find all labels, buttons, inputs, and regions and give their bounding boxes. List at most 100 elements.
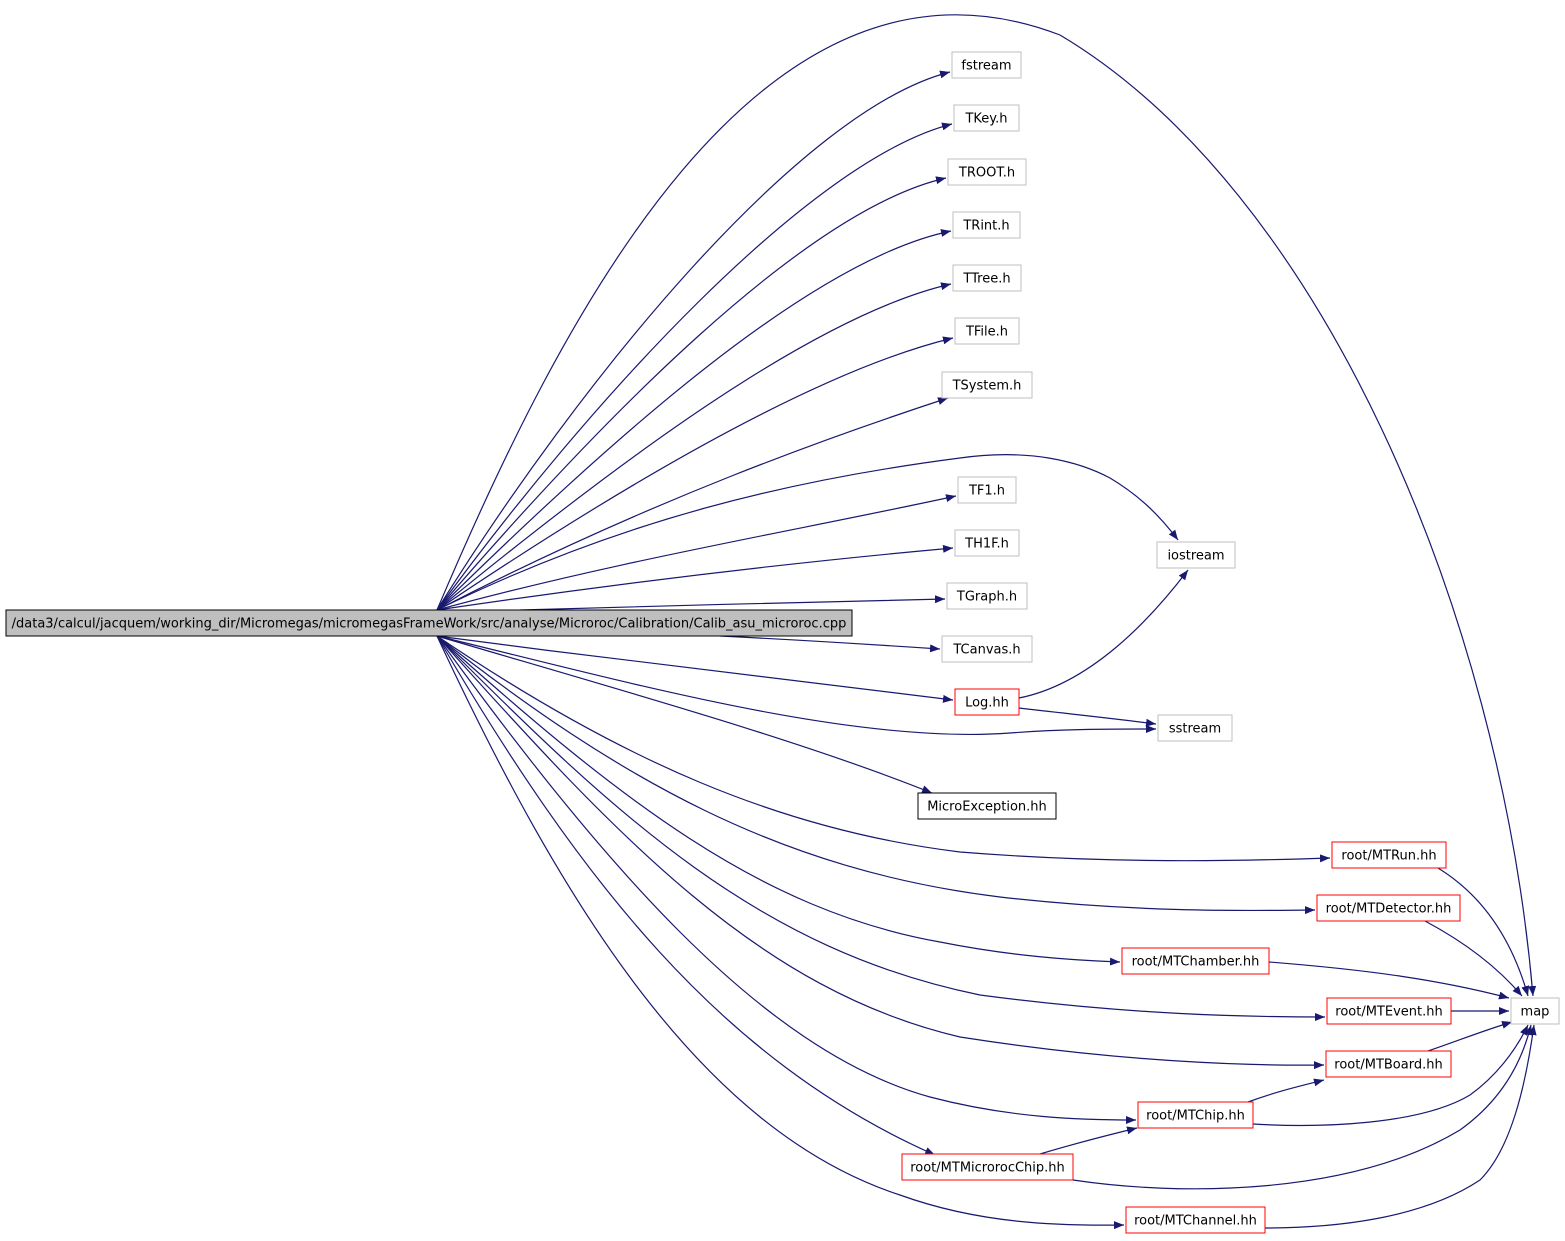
edge-root-to-tsystem <box>436 397 949 611</box>
node-mtchannel[interactable]: root/MTChannel.hh <box>1125 1206 1266 1234</box>
edge-root-to-tf1 <box>436 494 957 611</box>
nodes-layer: /data3/calcul/jacquem/working_dir/Microm… <box>5 51 1560 1234</box>
node-box-fstream[interactable] <box>951 51 1022 79</box>
edge-root-to-th1f <box>436 544 954 611</box>
node-iostream[interactable]: iostream <box>1156 541 1236 569</box>
node-label-mtboard: root/MTBoard.hh <box>1334 1058 1442 1073</box>
node-box-mtchannel[interactable] <box>1125 1206 1266 1234</box>
node-label-fstream: fstream <box>961 59 1011 74</box>
node-label-map: map <box>1521 1005 1550 1020</box>
node-label-mtdetector: root/MTDetector.hh <box>1326 902 1452 917</box>
node-log[interactable]: Log.hh <box>954 688 1020 716</box>
edge-root-to-mtchip <box>436 635 1137 1124</box>
node-tcanvas[interactable]: TCanvas.h <box>941 635 1033 663</box>
node-box-tf1[interactable] <box>957 476 1017 504</box>
node-box-trint[interactable] <box>952 211 1021 239</box>
node-box-sstream[interactable] <box>1157 714 1233 742</box>
edge-mtboard-to-map <box>1427 1021 1513 1052</box>
edge-root-to-iostream <box>436 454 1179 611</box>
node-box-th1f[interactable] <box>954 529 1020 557</box>
node-trint[interactable]: TRint.h <box>952 211 1021 239</box>
node-box-mtevent[interactable] <box>1326 997 1452 1025</box>
node-label-mtevent: root/MTEvent.hh <box>1335 1005 1442 1020</box>
edge-root-to-mtmicroroc <box>436 635 936 1156</box>
edge-log-to-sstream <box>1018 707 1157 727</box>
node-tkey[interactable]: TKey.h <box>953 104 1020 132</box>
node-box-mtmicroroc[interactable] <box>901 1153 1074 1181</box>
node-box-microexc[interactable] <box>917 792 1057 820</box>
node-label-th1f: TH1F.h <box>964 537 1009 552</box>
node-label-mtchamber: root/MTChamber.hh <box>1132 955 1260 970</box>
edge-root-to-map <box>436 14 1537 997</box>
node-box-root[interactable] <box>5 609 853 637</box>
node-box-map[interactable] <box>1510 997 1560 1025</box>
edge-mtchamber-to-map <box>1268 961 1510 1000</box>
edge-root-to-mtchannel <box>436 635 1125 1230</box>
node-box-tgraph[interactable] <box>946 582 1028 610</box>
node-th1f[interactable]: TH1F.h <box>954 529 1020 557</box>
node-label-sstream: sstream <box>1169 722 1221 737</box>
edge-root-to-tfile <box>436 336 954 611</box>
node-box-ttree[interactable] <box>952 264 1022 292</box>
edge-root-to-mtdetector <box>436 635 1316 915</box>
node-box-mtchamber[interactable] <box>1121 947 1270 975</box>
node-mtevent[interactable]: root/MTEvent.hh <box>1326 997 1452 1025</box>
node-fstream[interactable]: fstream <box>951 51 1022 79</box>
node-tf1[interactable]: TF1.h <box>957 476 1017 504</box>
node-box-troot[interactable] <box>947 158 1027 186</box>
node-box-tsystem[interactable] <box>941 371 1033 399</box>
node-root[interactable]: /data3/calcul/jacquem/working_dir/Microm… <box>5 609 853 637</box>
node-label-iostream: iostream <box>1167 549 1224 564</box>
edge-root-to-mtboard <box>436 635 1325 1070</box>
edge-root-to-mtchamber <box>436 635 1121 966</box>
node-box-tfile[interactable] <box>954 317 1020 345</box>
edge-mtchannel-to-map <box>1264 1024 1537 1229</box>
edge-mtchip-to-map <box>1252 1024 1529 1126</box>
node-box-mtchip[interactable] <box>1137 1101 1254 1129</box>
node-box-mtboard[interactable] <box>1325 1050 1452 1078</box>
node-mtrun[interactable]: root/MTRun.hh <box>1331 841 1447 869</box>
edge-root-to-tgraph <box>519 595 946 611</box>
node-ttree[interactable]: TTree.h <box>952 264 1022 292</box>
edge-root-to-troot <box>436 176 947 611</box>
node-box-mtrun[interactable] <box>1331 841 1447 869</box>
node-label-microexc: MicroException.hh <box>927 800 1047 815</box>
node-box-tcanvas[interactable] <box>941 635 1033 663</box>
node-troot[interactable]: TROOT.h <box>947 158 1027 186</box>
node-label-trint: TRint.h <box>962 219 1009 234</box>
node-sstream[interactable]: sstream <box>1157 714 1233 742</box>
node-label-tf1: TF1.h <box>968 484 1005 499</box>
node-mtmicroroc[interactable]: root/MTMicrorocChip.hh <box>901 1153 1074 1181</box>
edge-root-to-mtrun <box>436 635 1331 863</box>
node-label-log: Log.hh <box>965 696 1009 711</box>
node-box-log[interactable] <box>954 688 1020 716</box>
node-mtboard[interactable]: root/MTBoard.hh <box>1325 1050 1452 1078</box>
edge-root-to-mtevent <box>436 635 1326 1021</box>
node-map[interactable]: map <box>1510 997 1560 1025</box>
node-label-tsystem: TSystem.h <box>952 379 1022 394</box>
node-mtchip[interactable]: root/MTChip.hh <box>1137 1101 1254 1129</box>
node-label-mtrun: root/MTRun.hh <box>1341 849 1436 864</box>
edge-mtmicroroc-to-map <box>1072 1024 1533 1190</box>
edge-root-to-fstream <box>436 70 951 611</box>
edge-mtchip-to-mtboard <box>1247 1078 1325 1103</box>
node-mtdetector[interactable]: root/MTDetector.hh <box>1316 894 1461 922</box>
node-label-mtmicroroc: root/MTMicrorocChip.hh <box>910 1161 1065 1176</box>
node-tfile[interactable]: TFile.h <box>954 317 1020 345</box>
edge-mtdetector-to-map <box>1424 920 1523 997</box>
node-label-tgraph: TGraph.h <box>956 590 1017 605</box>
edge-root-to-tcanvas <box>719 635 941 653</box>
edge-root-to-sstream <box>436 635 1157 736</box>
node-box-mtdetector[interactable] <box>1316 894 1461 922</box>
node-tsystem[interactable]: TSystem.h <box>941 371 1033 399</box>
edge-root-to-microexc <box>436 635 933 794</box>
node-microexc[interactable]: MicroException.hh <box>917 792 1057 820</box>
node-label-mtchannel: root/MTChannel.hh <box>1134 1214 1257 1229</box>
node-label-troot: TROOT.h <box>958 166 1015 181</box>
edge-mtmicroroc-to-mtchip <box>1039 1126 1138 1155</box>
node-mtchamber[interactable]: root/MTChamber.hh <box>1121 947 1270 975</box>
node-tgraph[interactable]: TGraph.h <box>946 582 1028 610</box>
node-box-iostream[interactable] <box>1156 541 1236 569</box>
node-box-tkey[interactable] <box>953 104 1020 132</box>
